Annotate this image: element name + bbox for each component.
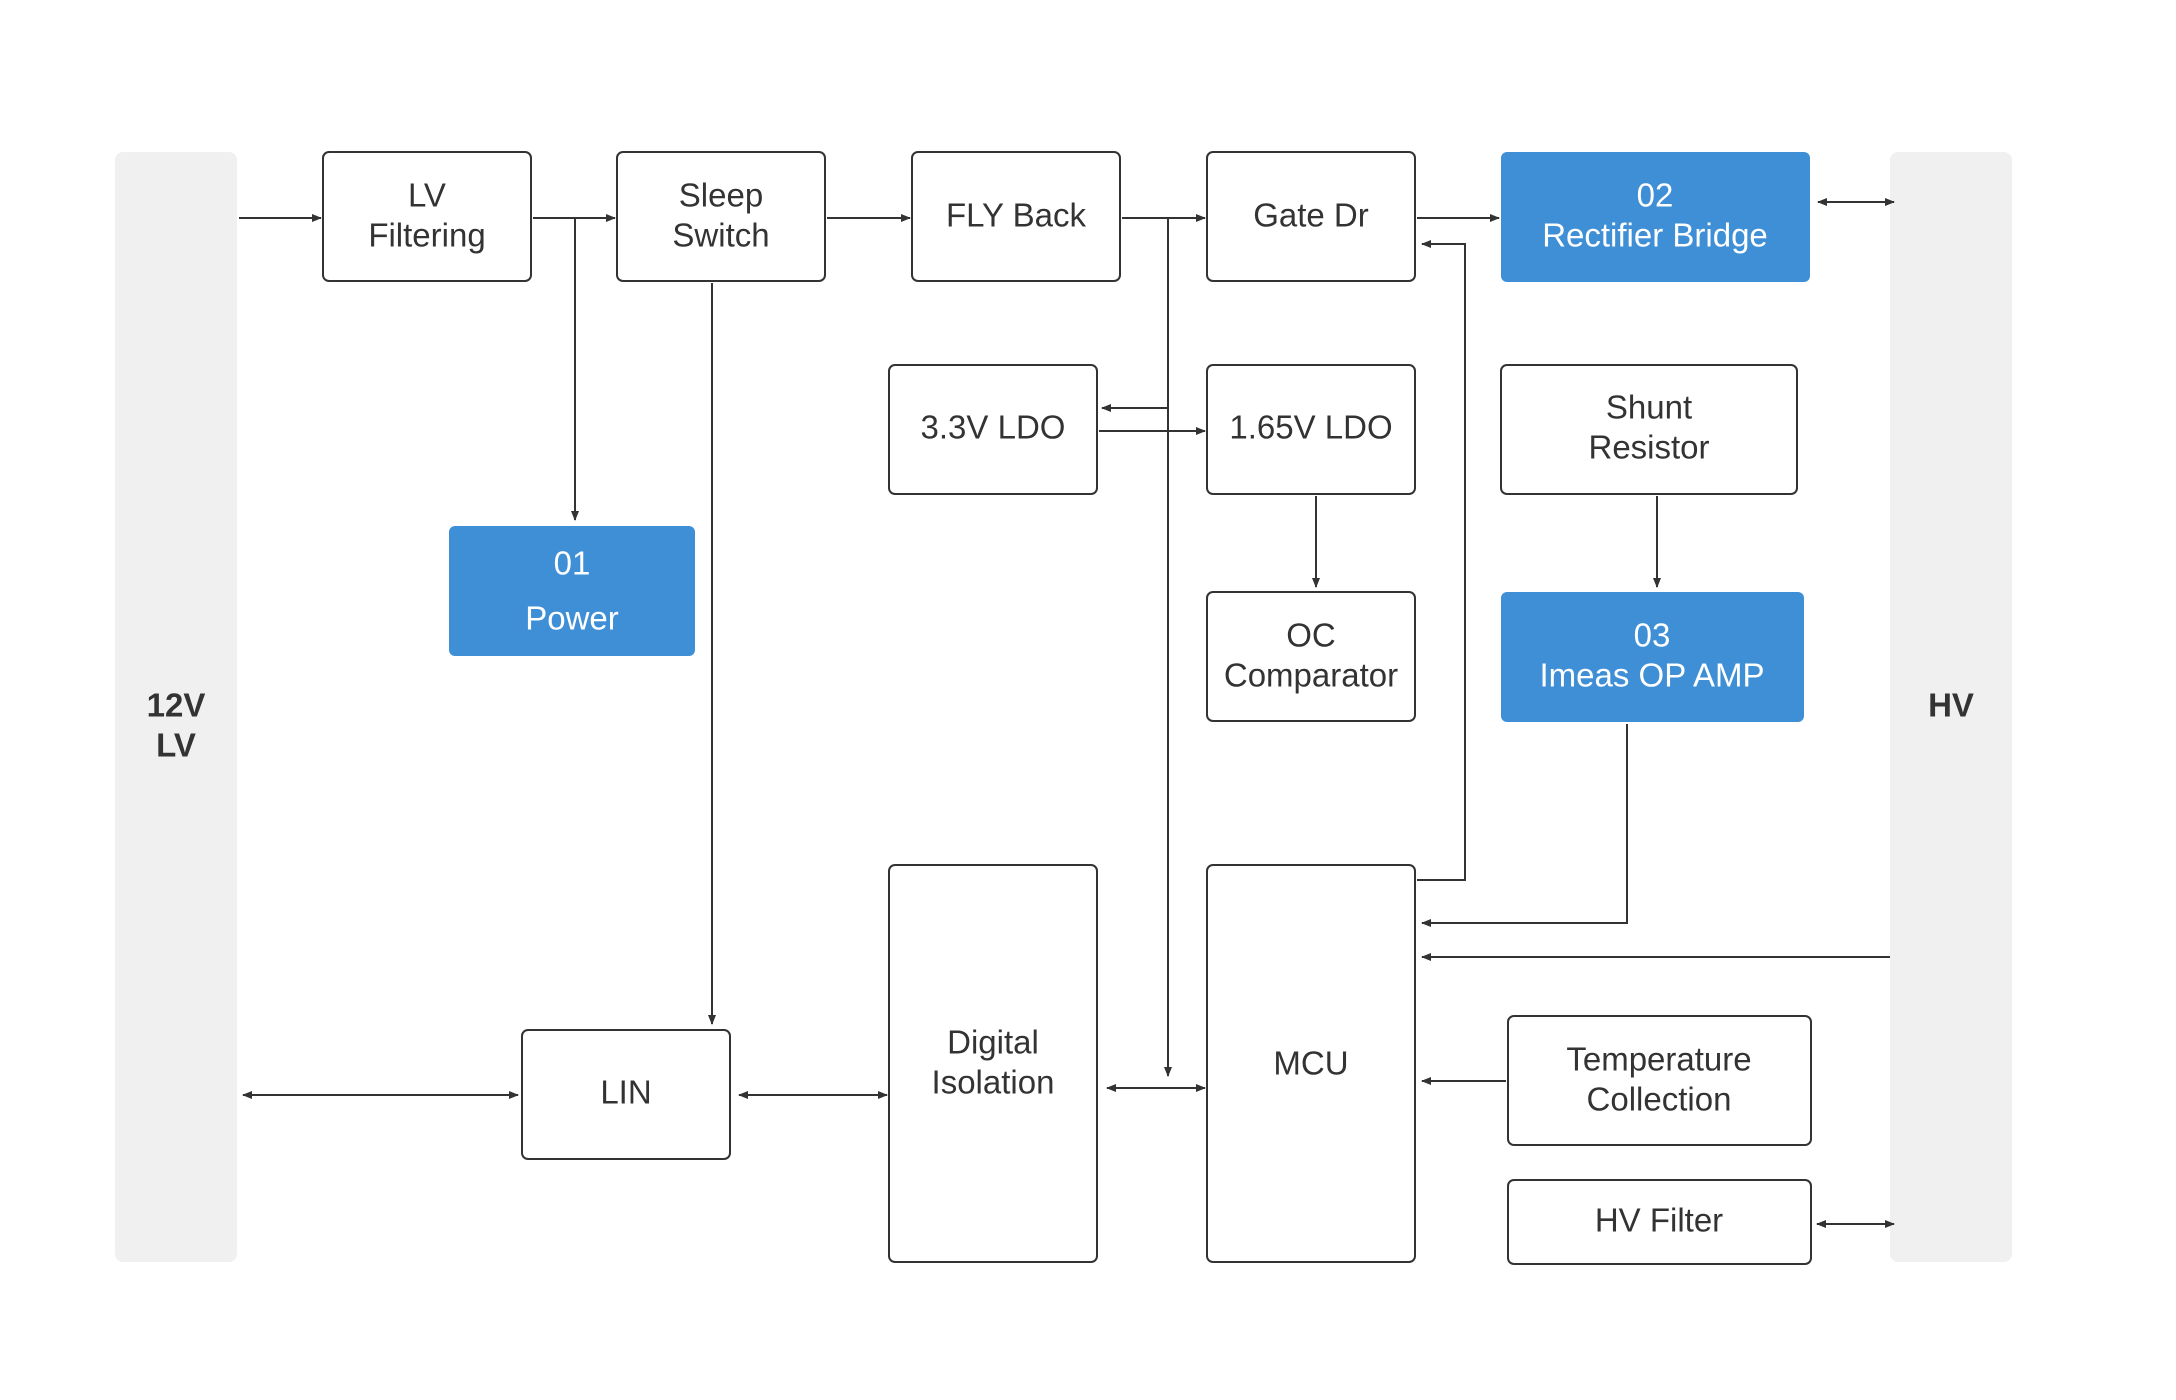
imeas-op-amp-number: 03 [1634,617,1671,654]
lv-rail-label: LV [156,727,196,764]
hv-filter-label: HV Filter [1595,1202,1723,1239]
lin-block: LIN [521,1029,731,1160]
wire-mcu-to-gatedr [1417,240,1466,881]
rectifier-bridge-number: 02 [1637,177,1674,214]
rectifier-bridge-block: 02 Rectifier Bridge [1501,152,1810,282]
fly-back-label: FLY Back [946,197,1087,234]
oc-comparator-block: OC Comparator [1206,591,1416,722]
digital-isolation-block: Digital Isolation [888,864,1098,1263]
power-number: 01 [554,545,591,582]
temperature-collection-block: Temperature Collection [1507,1015,1812,1146]
lv-filtering-block: LV Filtering [322,151,532,282]
lv-rail: 12V LV [115,152,237,1262]
lv-filtering-line1: LV [408,177,446,214]
hv-filter-block: HV Filter [1507,1179,1812,1265]
imeas-op-amp-label: Imeas OP AMP [1540,657,1765,694]
ldo-1v65-label: 1.65V LDO [1229,409,1392,446]
temperature-collection-line2: Collection [1587,1081,1732,1118]
sleep-switch-block: Sleep Switch [616,151,826,282]
ldo-3v3-block: 3.3V LDO [888,364,1098,495]
ldo-3v3-label: 3.3V LDO [921,409,1066,446]
shunt-resistor-line2: Resistor [1588,429,1709,466]
sleep-switch-line2: Switch [672,217,769,254]
shunt-resistor-line1: Shunt [1606,389,1692,426]
hv-rail: HV [1890,152,2012,1262]
gate-driver-block: Gate Dr [1206,151,1416,282]
mcu-block: MCU [1206,864,1416,1263]
power-block: 01 Power [449,526,695,656]
temperature-collection-line1: Temperature [1566,1041,1751,1078]
gate-driver-label: Gate Dr [1253,197,1369,234]
power-label: Power [525,600,619,637]
rectifier-bridge-label: Rectifier Bridge [1542,217,1768,254]
imeas-op-amp-block: 03 Imeas OP AMP [1501,592,1804,722]
hv-rail-label: HV [1928,687,1974,724]
oc-comparator-line2: Comparator [1224,657,1398,694]
oc-comparator-line1: OC [1286,617,1336,654]
wire-imeas-to-mcu [1421,724,1628,927]
lv-rail-voltage: 12V [147,687,206,724]
sleep-switch-line1: Sleep [679,177,763,214]
fly-back-block: FLY Back [911,151,1121,282]
connectors [239,198,1895,1228]
shunt-resistor-block: Shunt Resistor [1500,364,1798,495]
lin-label: LIN [600,1074,651,1111]
lv-filtering-line2: Filtering [368,217,485,254]
mcu-label: MCU [1273,1045,1348,1082]
digital-isolation-line2: Isolation [932,1064,1055,1101]
ldo-1v65-block: 1.65V LDO [1206,364,1416,495]
digital-isolation-line1: Digital [947,1024,1039,1061]
